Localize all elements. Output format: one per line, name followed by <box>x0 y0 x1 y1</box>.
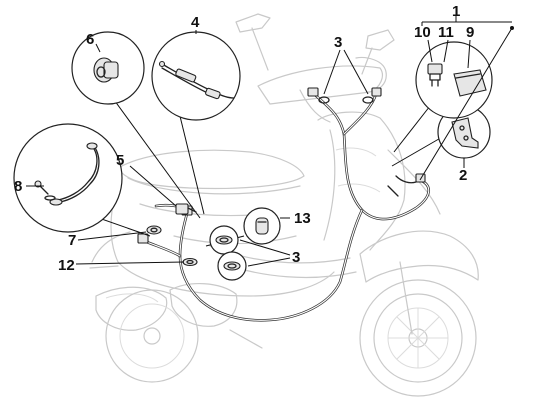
clip-circle-lower <box>217 251 247 281</box>
callout-6: 6 <box>86 31 94 48</box>
ground-cable-icon <box>34 142 100 206</box>
detail-circle-part-6 <box>71 31 201 219</box>
callout-7: 7 <box>68 232 76 249</box>
connector-part-5 <box>175 203 197 215</box>
detail-circle-part-4 <box>151 31 241 215</box>
cap-icon <box>255 217 269 235</box>
clip-part-7 <box>146 225 162 235</box>
scooter-outline <box>89 13 479 397</box>
callout-3-top: 3 <box>334 34 342 51</box>
callout-11: 11 <box>438 24 454 41</box>
clip-part-12 <box>182 257 198 267</box>
bulb-socket-icon <box>93 57 119 83</box>
callout-2: 2 <box>459 167 467 184</box>
callout-10: 10 <box>414 24 431 41</box>
callout-4: 4 <box>191 14 200 31</box>
callout-1: 1 <box>452 3 460 20</box>
callout-12: 12 <box>58 257 75 274</box>
control-unit-icon <box>453 69 487 97</box>
detail-circle-parts-9-10-11 <box>393 41 493 153</box>
callout-5: 5 <box>116 152 124 169</box>
leader-lines <box>26 8 513 267</box>
callout-3-bottom: 3 <box>292 249 300 266</box>
callout-labels: 1 2 3 3 4 5 6 7 8 9 10 11 12 13 <box>14 3 474 274</box>
fuse-relay-icon <box>427 63 443 87</box>
harness-clips <box>318 96 374 104</box>
detail-circle-part-8 <box>13 123 151 237</box>
bracket-icon <box>451 117 479 149</box>
callout-9: 9 <box>466 24 474 41</box>
callout-8: 8 <box>14 178 22 195</box>
cable-connector-icon <box>158 60 235 100</box>
callout-13: 13 <box>294 210 311 227</box>
clip-circle-upper <box>209 225 239 255</box>
